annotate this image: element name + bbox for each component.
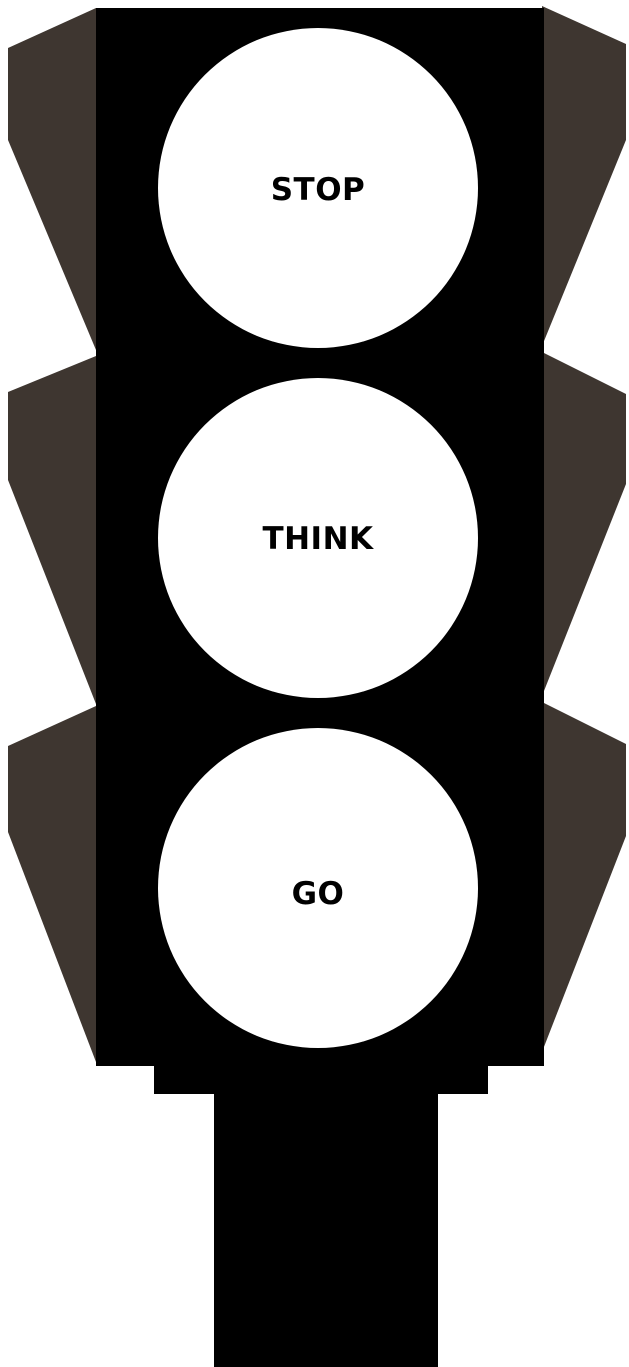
housing-base [154,1064,488,1094]
right-visor-middle [542,352,626,696]
pole [214,1092,438,1367]
think-label: THINK [160,519,476,559]
left-visor-top [8,8,96,350]
right-visor-top [542,6,626,346]
right-visor-bottom [542,702,626,1052]
stop-label: STOP [160,170,476,210]
left-visor-bottom [8,706,96,1062]
go-label: GO [160,874,476,914]
left-visor-middle [8,356,96,704]
